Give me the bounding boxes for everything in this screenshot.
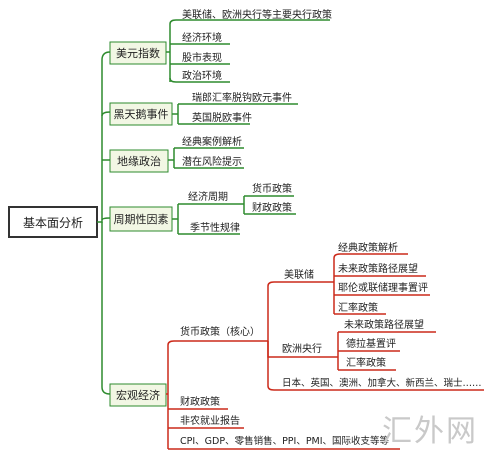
root-label: 基本面分析 bbox=[23, 216, 83, 230]
black-swan-item-0: 瑞郎汇率脱钩欧元事件 bbox=[192, 91, 292, 104]
seasonal-label: 季节性规律 bbox=[190, 221, 240, 234]
usd-label: 美元指数 bbox=[116, 46, 160, 60]
ecb-item-2: 汇率政策 bbox=[346, 356, 386, 369]
branch-macro: 宏观经济 货币政策（核心） 财政政策 非农就业报告 CPI、GDP、零售销售、P… bbox=[109, 241, 484, 450]
black-swan-item-1: 英国脱欧事件 bbox=[192, 111, 252, 124]
fed-item-0: 经典政策解析 bbox=[338, 241, 398, 254]
node-macro[interactable]: 宏观经济 bbox=[109, 383, 167, 407]
geo-label: 地缘政治 bbox=[117, 154, 161, 168]
branch-black-swan: 黑天鹅事件 瑞郎汇率脱钩欧元事件 英国脱欧事件 bbox=[109, 91, 298, 126]
node-cyclic[interactable]: 周期性因素 bbox=[109, 206, 173, 232]
node-usd[interactable]: 美元指数 bbox=[109, 41, 167, 65]
root-connectors bbox=[97, 51, 111, 395]
usd-item-3: 政治环境 bbox=[182, 69, 222, 82]
macro-label: 宏观经济 bbox=[116, 388, 160, 402]
root-node[interactable]: 基本面分析 bbox=[8, 206, 98, 238]
usd-item-0: 美联储、欧洲央行等主要央行政策 bbox=[182, 8, 332, 21]
node-black-swan[interactable]: 黑天鹅事件 bbox=[109, 102, 173, 126]
branch-geo: 地缘政治 经典案例解析 潜在风险提示 bbox=[109, 135, 244, 173]
black-swan-label: 黑天鹅事件 bbox=[114, 107, 169, 121]
fed-item-1: 未来政策路径展望 bbox=[338, 262, 418, 275]
econ-cycle-item-1: 财政政策 bbox=[252, 201, 292, 214]
branch-cyclic: 周期性因素 经济周期 季节性规律 货币政策 财政政策 bbox=[109, 182, 296, 235]
monetary-label: 货币政策（核心） bbox=[180, 325, 260, 338]
branch-usd: 美元指数 美联储、欧洲央行等主要央行政策 经济环境 股市表现 政治环境 bbox=[109, 8, 332, 83]
geo-item-0: 经典案例解析 bbox=[182, 135, 242, 148]
fed-label: 美联储 bbox=[284, 268, 314, 281]
usd-item-1: 经济环境 bbox=[182, 31, 222, 44]
data-label: CPI、GDP、零售销售、PPI、PMI、国际收支等等 bbox=[180, 435, 390, 447]
ecb-item-0: 未来政策路径展望 bbox=[344, 318, 424, 331]
fed-item-2: 耶伦或联储理事置评 bbox=[338, 281, 428, 294]
fiscal-label: 财政政策 bbox=[180, 395, 220, 408]
fed-item-3: 汇率政策 bbox=[338, 301, 378, 314]
others-label: 日本、英国、澳洲、加拿大、新西兰、瑞士…… bbox=[282, 377, 482, 389]
node-geo[interactable]: 地缘政治 bbox=[109, 149, 169, 173]
cyclic-label: 周期性因素 bbox=[114, 212, 169, 226]
usd-item-2: 股市表现 bbox=[182, 51, 222, 64]
geo-item-1: 潜在风险提示 bbox=[182, 155, 242, 168]
nfp-label: 非农就业报告 bbox=[180, 414, 240, 427]
econ-cycle-item-0: 货币政策 bbox=[252, 182, 292, 195]
econ-cycle-label: 经济周期 bbox=[188, 190, 228, 203]
watermark-logo: 汇外网 bbox=[382, 414, 478, 449]
ecb-label: 欧洲央行 bbox=[282, 342, 322, 355]
ecb-item-1: 德拉基置评 bbox=[346, 337, 396, 350]
